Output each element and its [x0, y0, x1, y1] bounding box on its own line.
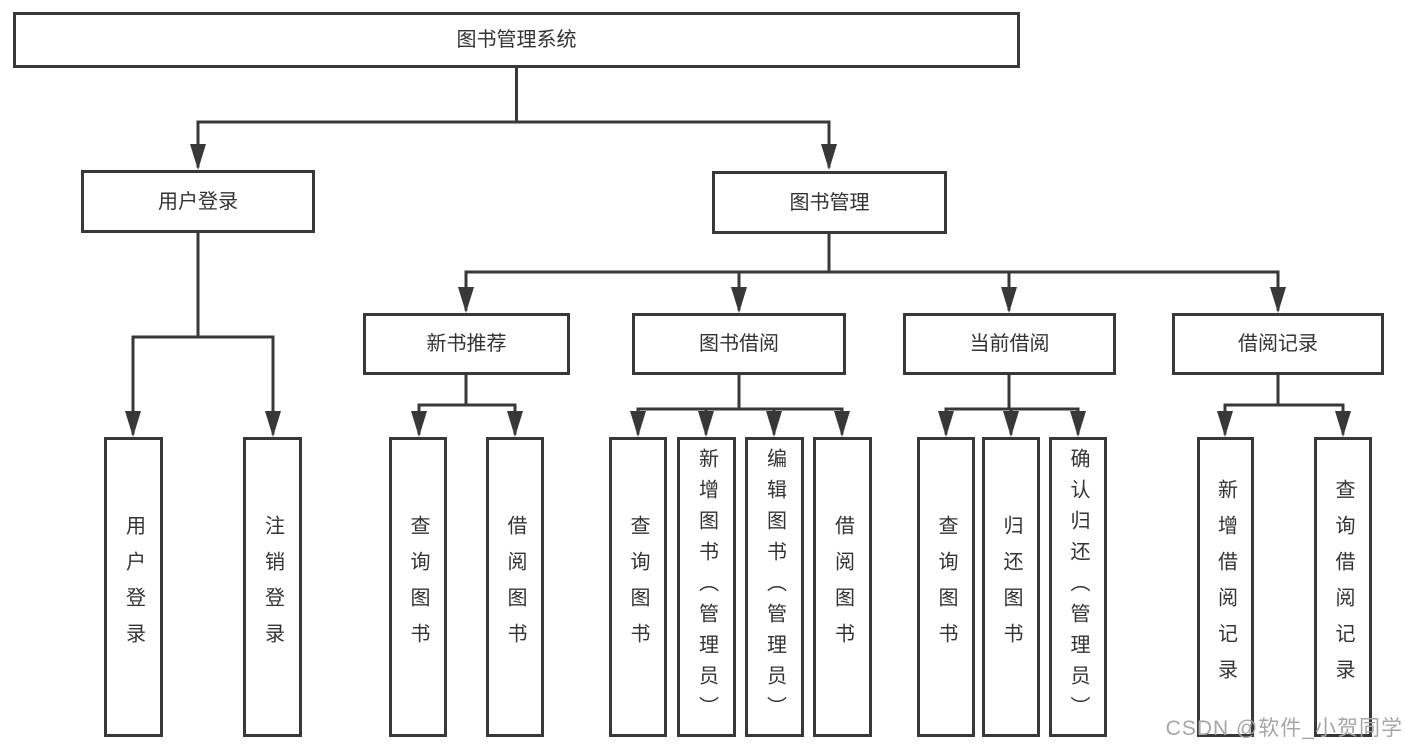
node-label: 归还图书 [1000, 515, 1022, 659]
node-new-book-recommendation: 新书推荐 [363, 313, 570, 375]
node-user-login: 用户登录 [81, 170, 315, 233]
node-label: 查询图书 [935, 515, 957, 659]
node-book-management: 图书管理 [712, 171, 947, 234]
node-label: 图书借阅 [699, 333, 779, 355]
csdn-watermark: CSDN @软件_小贺同学 [1165, 717, 1403, 740]
node-label: 借阅图书 [504, 515, 526, 659]
leaf-edit-book-admin: 编辑图书（管理员） [745, 437, 804, 737]
leaf-query-books-current: 查询图书 [917, 437, 975, 737]
node-label: 图书管理系统 [456, 29, 577, 51]
node-label: 新增借阅记录 [1214, 479, 1237, 695]
node-label: 借阅记录 [1238, 333, 1318, 355]
leaf-query-borrow-record: 查询借阅记录 [1314, 437, 1372, 737]
leaf-logout: 注销登录 [243, 437, 302, 737]
leaf-user-login: 用户登录 [104, 437, 163, 737]
node-label: 用户登录 [158, 190, 238, 213]
node-borrowing-records: 借阅记录 [1172, 313, 1384, 375]
node-label: 新增图书（管理员） [695, 447, 718, 727]
leaf-query-books-borrow: 查询图书 [609, 437, 667, 737]
node-label: 借阅图书 [831, 515, 854, 659]
node-root: 图书管理系统 [13, 12, 1020, 68]
leaf-confirm-return-admin: 确认归还（管理员） [1049, 437, 1107, 737]
node-label: 图书管理 [789, 191, 870, 214]
node-label: 当前借阅 [969, 333, 1050, 355]
node-current-borrowing: 当前借阅 [903, 313, 1116, 375]
node-label: 确认归还（管理员） [1067, 447, 1089, 727]
node-label: 查询图书 [407, 515, 429, 659]
leaf-query-books-recommend: 查询图书 [389, 437, 447, 737]
node-label: 注销登录 [261, 515, 284, 659]
node-label: 查询图书 [627, 515, 649, 659]
node-label: 编辑图书（管理员） [763, 447, 786, 727]
leaf-return-book: 归还图书 [982, 437, 1040, 737]
node-book-borrowing: 图书借阅 [632, 313, 846, 375]
node-label: 查询借阅记录 [1332, 479, 1354, 695]
arrowheads [125, 144, 1351, 437]
leaf-borrow-books-recommend: 借阅图书 [486, 437, 544, 737]
leaf-add-book-admin: 新增图书（管理员） [677, 437, 736, 737]
node-label: 用户登录 [122, 515, 145, 659]
leaf-add-borrow-record: 新增借阅记录 [1197, 437, 1254, 737]
node-label: 新书推荐 [426, 333, 507, 355]
leaf-borrow-books: 借阅图书 [813, 437, 872, 737]
